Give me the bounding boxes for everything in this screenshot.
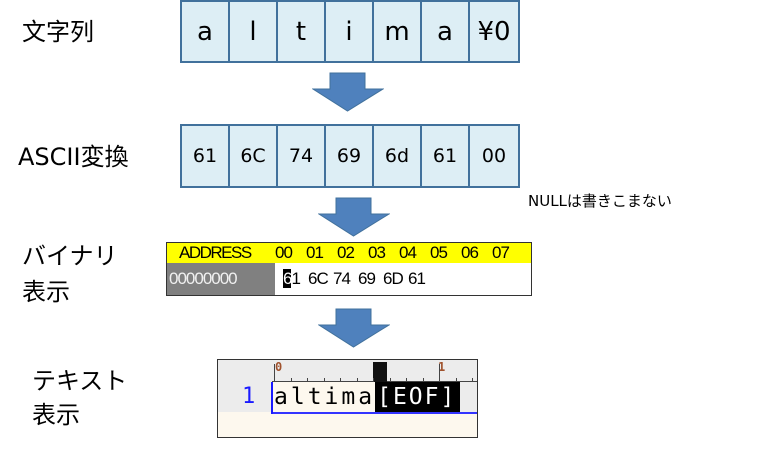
ascii-cell: 61 bbox=[182, 126, 230, 186]
hex-cursor-char: 6 bbox=[283, 269, 293, 288]
ascii-cell: 69 bbox=[326, 126, 374, 186]
down-arrow-icon bbox=[312, 72, 384, 112]
ascii-cell: 6C bbox=[230, 126, 278, 186]
text-label-line2: 表示 bbox=[32, 401, 80, 429]
hex-byte[interactable]: 61 bbox=[408, 269, 426, 288]
hex-address-header: ADDRESS bbox=[179, 243, 252, 262]
ascii-cell: 74 bbox=[278, 126, 326, 186]
hex-byte[interactable]: 69 bbox=[358, 269, 376, 288]
ascii-cell-null: 00 bbox=[481, 145, 507, 167]
hex-viewer: ADDRESS 00 01 02 03 04 05 06 07 00000000… bbox=[166, 242, 532, 296]
string-cells: a l t i m a ¥0 bbox=[180, 0, 520, 63]
string-cell: a bbox=[422, 2, 470, 61]
string-cell: a bbox=[182, 2, 230, 61]
ascii-cells: 61 6C 74 69 6d 61 00 bbox=[180, 124, 520, 188]
ascii-cell: 6d bbox=[374, 126, 422, 186]
hex-header: ADDRESS 00 01 02 03 04 05 06 07 bbox=[167, 243, 531, 263]
ruler-tick bbox=[323, 378, 325, 382]
line-number: 1 bbox=[242, 384, 256, 409]
hex-row: 00000000 61 6C 74 69 6D 61 bbox=[167, 263, 531, 295]
ascii-label: ASCII変換 bbox=[18, 143, 129, 171]
hex-column-header: 07 bbox=[492, 243, 510, 262]
hex-byte-rest: 1 bbox=[291, 269, 301, 288]
string-cell: t bbox=[278, 2, 326, 61]
ruler-tick bbox=[422, 378, 424, 382]
ruler-tick bbox=[356, 378, 358, 382]
ruler-cursor-marker bbox=[373, 362, 387, 382]
eof-marker: [EOF] bbox=[375, 382, 461, 412]
hex-column-header: 03 bbox=[368, 243, 386, 262]
text-label-line1: テキスト bbox=[32, 367, 128, 395]
string-cell: l bbox=[230, 2, 278, 61]
hex-column-header: 00 bbox=[275, 243, 293, 262]
ruler-label-zero: 0 bbox=[275, 360, 283, 374]
null-note: NULLは書きこまない bbox=[528, 192, 672, 210]
hex-byte[interactable]: 74 bbox=[333, 269, 351, 288]
down-arrow-icon bbox=[318, 197, 390, 237]
editor-line[interactable]: altima [EOF] bbox=[271, 382, 477, 414]
hex-column-header: 06 bbox=[461, 243, 479, 262]
ruler-tick bbox=[472, 378, 473, 382]
hex-byte[interactable]: 6D bbox=[383, 269, 404, 288]
ruler-tick bbox=[439, 364, 440, 382]
hex-byte[interactable]: 61 bbox=[283, 269, 308, 289]
string-cell: m bbox=[374, 2, 422, 61]
ruler-tick bbox=[290, 378, 292, 382]
ruler-tick bbox=[274, 364, 275, 382]
ruler-tick bbox=[307, 378, 308, 382]
ruler-label-one: 1 bbox=[438, 360, 446, 374]
string-label: 文字列 bbox=[22, 18, 94, 46]
hex-column-header: 02 bbox=[337, 243, 355, 262]
text-editor[interactable]: 1 0 1 altima [EOF] bbox=[217, 359, 478, 438]
ruler-tick bbox=[340, 378, 341, 382]
hex-byte[interactable]: 6C bbox=[308, 269, 329, 288]
down-arrow-icon bbox=[318, 308, 390, 348]
binary-label-line1: バイナリ bbox=[22, 242, 118, 270]
hex-column-header: 04 bbox=[399, 243, 417, 262]
ruler-tick bbox=[389, 378, 391, 382]
ruler-tick bbox=[406, 378, 407, 382]
column-ruler: 0 1 bbox=[272, 360, 477, 382]
hex-column-header: 01 bbox=[306, 243, 324, 262]
binary-label-line2: 表示 bbox=[22, 278, 70, 306]
hex-column-header: 05 bbox=[430, 243, 448, 262]
ruler-tick bbox=[373, 378, 374, 382]
text-caret bbox=[271, 382, 273, 414]
string-cell-null: ¥0 bbox=[477, 16, 511, 47]
ruler-tick bbox=[455, 378, 457, 382]
editor-text[interactable]: altima bbox=[272, 382, 376, 412]
hex-row-offset: 00000000 bbox=[167, 263, 275, 295]
string-cell: i bbox=[326, 2, 374, 61]
ascii-cell: 61 bbox=[422, 126, 470, 186]
